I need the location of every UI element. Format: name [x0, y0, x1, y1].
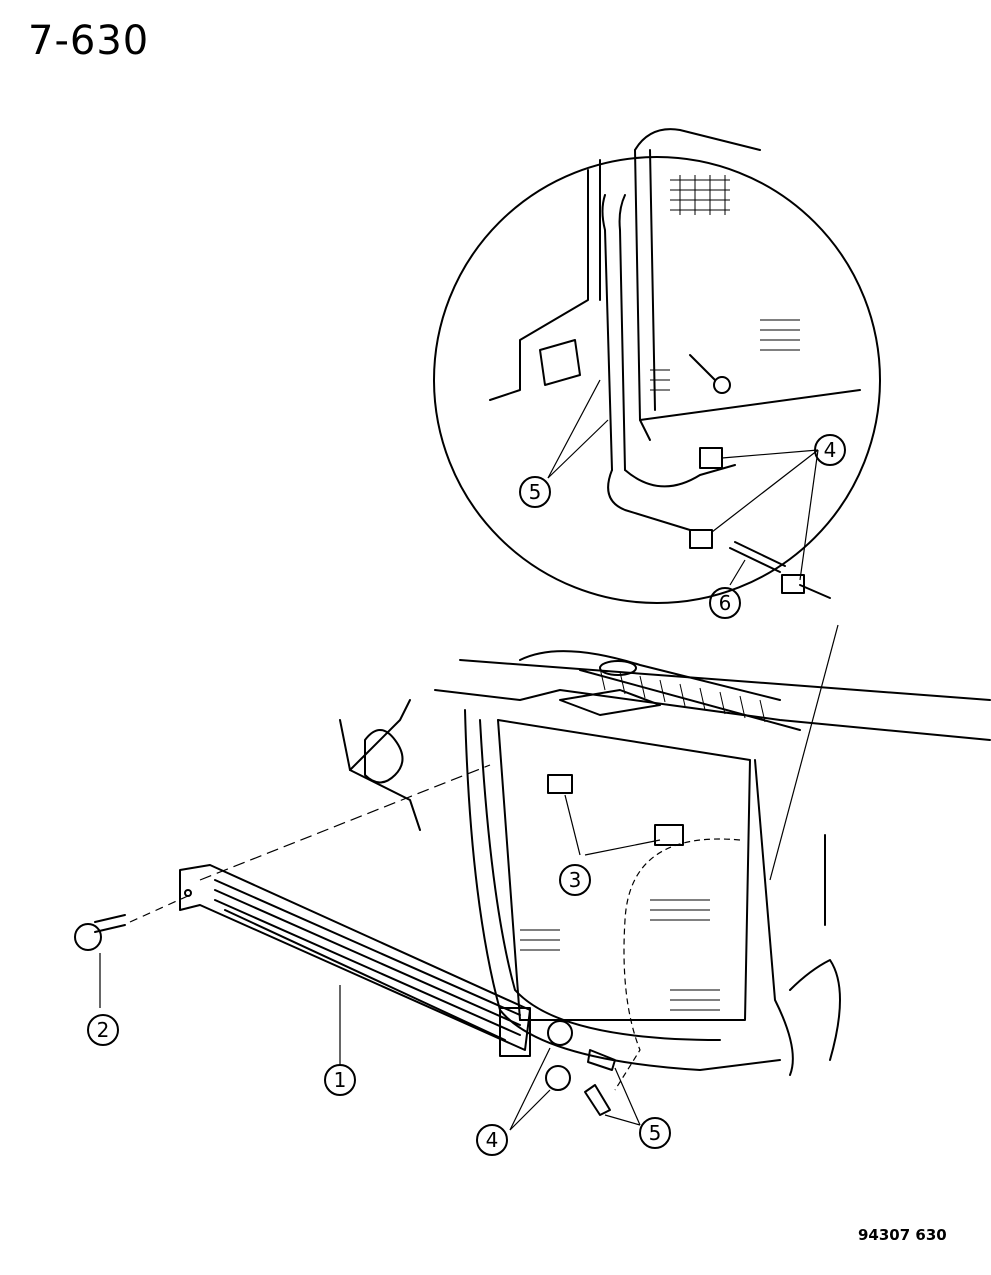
- callout-2: 2: [87, 1014, 119, 1046]
- callout-4-bottom: 4: [476, 1124, 508, 1156]
- callout-1: 1: [324, 1064, 356, 1096]
- callout-4-detail: 4: [814, 434, 846, 466]
- svg-text:2: 2: [97, 1018, 110, 1042]
- page-code: 7-630: [28, 18, 150, 64]
- callout-3: 3: [559, 864, 591, 896]
- callout-5-detail: 5: [519, 476, 551, 508]
- main-view: [129, 650, 991, 1091]
- svg-text:5: 5: [529, 480, 542, 504]
- svg-text:5: 5: [649, 1121, 662, 1145]
- oil-cooler: [179, 864, 531, 1057]
- clip-lower: [654, 824, 684, 846]
- bottom-fittings: [339, 985, 641, 1131]
- svg-text:6: 6: [719, 591, 732, 615]
- drawing-number: 94307 630: [858, 1226, 947, 1244]
- detail-leader-line: [769, 624, 839, 881]
- svg-text:4: 4: [486, 1128, 499, 1152]
- callout-6-detail: 6: [709, 587, 741, 619]
- mounting-bolt: [74, 914, 126, 1008]
- svg-text:3: 3: [569, 868, 582, 892]
- clip-upper: [547, 774, 573, 794]
- detail-inset: [433, 128, 881, 604]
- callout-5-bottom: 5: [639, 1117, 671, 1149]
- svg-text:4: 4: [824, 438, 837, 462]
- svg-text:1: 1: [334, 1068, 347, 1092]
